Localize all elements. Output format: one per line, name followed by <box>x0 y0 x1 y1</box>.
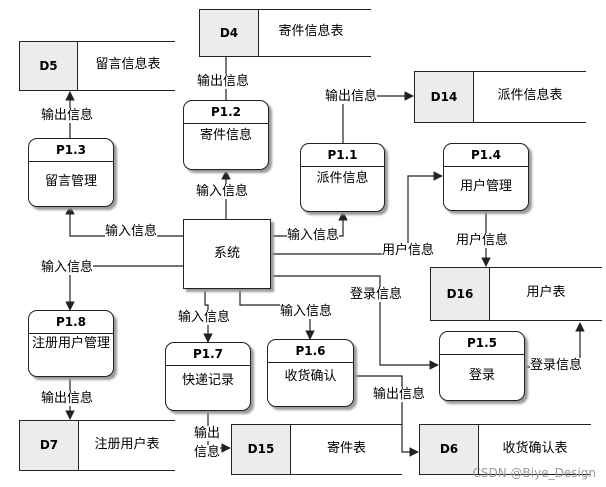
flow-label-p17-d15-line2: 信息 <box>194 445 221 460</box>
process-p1-3-id: P1.3 <box>29 139 113 162</box>
store-d15[interactable]: D15 寄件表 <box>231 424 402 475</box>
process-p1-4-id: P1.4 <box>444 144 528 167</box>
flow-label-p12-d4: 输出信息 <box>197 74 250 89</box>
process-p1-3-name: 留言管理 <box>44 174 97 189</box>
process-p1-8-name: 注册用户管理 <box>31 336 110 351</box>
store-d7-name: 注册用户表 <box>94 437 160 452</box>
process-p1-1[interactable]: P1.1 派件信息 <box>300 143 385 212</box>
flow-p16-to-d6 <box>353 375 419 457</box>
flow-label-system-p17: 输入信息 <box>178 310 231 325</box>
store-d7-id: D7 <box>19 420 79 471</box>
process-p1-2-id: P1.2 <box>184 101 268 124</box>
process-p1-1-name: 派件信息 <box>316 171 369 186</box>
process-p1-4[interactable]: P1.4 用户管理 <box>443 143 529 211</box>
flow-system-to-p16 <box>239 288 315 340</box>
process-p1-8-id: P1.8 <box>29 311 113 334</box>
store-d4-name: 寄件信息表 <box>278 24 344 39</box>
flow-system-to-p14 <box>270 171 443 255</box>
process-p1-5-id: P1.5 <box>440 332 524 355</box>
flow-label-p16-d6: 输出信息 <box>373 387 426 402</box>
flow-label-system-p18: 输入信息 <box>41 260 94 275</box>
process-p1-7-id: P1.7 <box>166 343 250 366</box>
flow-label-system-p14: 用户信息 <box>382 243 435 258</box>
flow-system-to-p15 <box>270 275 439 370</box>
flow-label-system-p15: 登录信息 <box>350 287 403 302</box>
store-d5-id: D5 <box>19 41 78 91</box>
store-d15-id: D15 <box>231 424 291 475</box>
process-p1-6-name: 收货确认 <box>284 369 337 384</box>
store-d4[interactable]: D4 寄件信息表 <box>199 9 371 57</box>
store-d14-id: D14 <box>414 71 474 123</box>
store-d16[interactable]: D16 用户表 <box>430 267 602 321</box>
store-d14-name: 派件信息表 <box>497 88 563 103</box>
process-p1-8[interactable]: P1.8 注册用户管理 <box>28 310 114 377</box>
flow-label-system-p13: 输入信息 <box>105 224 158 239</box>
flow-label-p14-d16: 用户信息 <box>456 233 509 248</box>
flow-label-p13-d5: 输出信息 <box>41 108 94 123</box>
system-entity-label: 系统 <box>213 246 240 261</box>
process-p1-3[interactable]: P1.3 留言管理 <box>28 138 114 207</box>
store-d14[interactable]: D14 派件信息表 <box>414 71 586 123</box>
watermark: CSDN @Biye_Design <box>472 466 596 480</box>
process-p1-7-name: 快递记录 <box>181 373 234 388</box>
process-p1-6[interactable]: P1.6 收货确认 <box>267 339 354 407</box>
flow-label-p15-d16: 登录信息 <box>530 358 583 373</box>
store-d6-id: D6 <box>419 424 479 475</box>
store-d16-id: D16 <box>430 267 490 321</box>
store-d16-name: 用户表 <box>526 285 566 300</box>
flow-label-system-p16: 输入信息 <box>280 304 333 319</box>
process-p1-2[interactable]: P1.2 寄件信息 <box>183 100 269 170</box>
store-d5[interactable]: D5 留言信息表 <box>19 41 175 91</box>
process-p1-4-name: 用户管理 <box>459 179 512 194</box>
store-d5-name: 留言信息表 <box>95 57 161 72</box>
process-p1-5[interactable]: P1.5 登录 <box>439 331 525 401</box>
store-d6[interactable]: D6 收货确认表 <box>419 424 591 475</box>
process-p1-7[interactable]: P1.7 快递记录 <box>165 342 251 411</box>
store-d6-name: 收货确认表 <box>502 441 568 456</box>
process-p1-5-name: 登录 <box>468 368 495 383</box>
store-d15-name: 寄件表 <box>326 441 366 456</box>
store-d7[interactable]: D7 注册用户表 <box>19 420 175 471</box>
store-d4-id: D4 <box>199 9 259 57</box>
flow-label-p18-d7: 输出信息 <box>41 391 94 406</box>
system-entity[interactable]: 系统 <box>183 219 271 289</box>
process-p1-1-id: P1.1 <box>301 144 384 167</box>
process-p1-6-id: P1.6 <box>268 340 353 363</box>
flow-label-system-p12: 输入信息 <box>196 184 249 199</box>
flow-label-system-p11: 输入信息 <box>287 228 340 243</box>
flow-label-p11-d14: 输出信息 <box>325 89 378 104</box>
flow-label-p17-d15-line1: 输出 <box>194 426 221 441</box>
process-p1-2-name: 寄件信息 <box>199 128 252 143</box>
